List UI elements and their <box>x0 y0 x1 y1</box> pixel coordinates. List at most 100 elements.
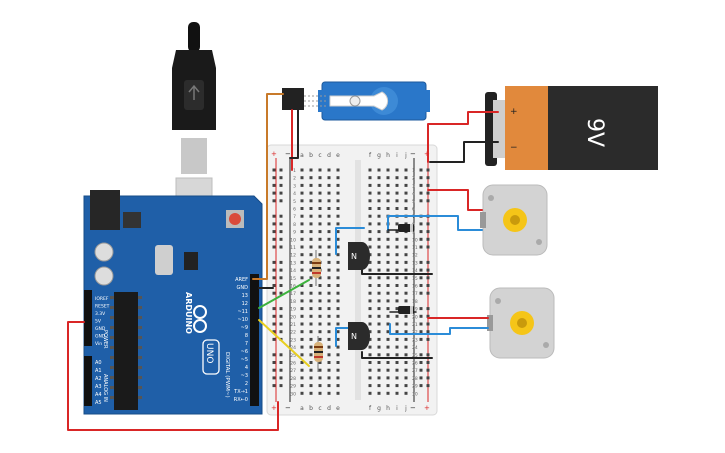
rail-hole <box>419 337 423 341</box>
row-number-left: 29 <box>290 384 296 390</box>
breadboard-hole <box>377 276 381 280</box>
rail-hole <box>272 191 276 195</box>
breadboard-hole <box>300 291 304 295</box>
breadboard-hole <box>386 330 390 334</box>
breadboard-hole <box>377 291 381 295</box>
breadboard-hole <box>377 183 381 187</box>
breadboard-hole <box>377 391 381 395</box>
breadboard-hole <box>377 260 381 264</box>
analog-pin-label: A1 <box>95 368 102 374</box>
breadboard-hole <box>327 337 331 341</box>
breadboard-hole <box>327 260 331 264</box>
breadboard-hole <box>336 207 340 210</box>
rail-hole <box>426 353 430 357</box>
power-header-label: POWER <box>102 330 108 349</box>
breadboard-hole <box>300 168 304 172</box>
breadboard-hole <box>327 276 331 280</box>
wire-5v <box>67 321 279 431</box>
breadboard-hole <box>318 176 322 180</box>
breadboard-hole <box>404 391 408 395</box>
breadboard-hole <box>336 191 340 195</box>
wire-motor2-blue <box>389 323 489 335</box>
arduino-brand: ARDUINO <box>184 292 193 334</box>
rail-plus-bottom-right: + <box>424 404 430 412</box>
breadboard-hole <box>404 337 408 341</box>
breadboard-hole <box>368 260 372 264</box>
rail-hole <box>426 268 430 272</box>
breadboard-hole <box>377 222 381 226</box>
rail-hole <box>419 237 423 241</box>
column-label-top: d <box>327 152 331 159</box>
rail-hole <box>272 368 276 372</box>
breadboard-hole <box>309 322 313 326</box>
rail-hole <box>272 361 276 364</box>
breadboard-hole <box>404 291 408 295</box>
breadboard-hole <box>395 199 399 203</box>
rail-hole <box>272 183 276 187</box>
breadboard-hole <box>386 314 390 318</box>
breadboard-hole <box>404 284 408 287</box>
rail-hole <box>419 191 423 195</box>
breadboard-hole <box>386 199 390 203</box>
breadboard-hole <box>368 299 372 303</box>
breadboard-hole <box>404 245 408 249</box>
rail-hole <box>272 384 276 388</box>
rail-hole <box>419 353 423 357</box>
breadboard-hole <box>404 237 408 241</box>
rail-hole <box>279 176 283 180</box>
diode-2 <box>398 306 414 314</box>
breadboard-hole <box>404 207 408 210</box>
rail-hole <box>272 284 276 287</box>
rail-hole <box>272 276 276 280</box>
wires <box>67 93 499 431</box>
digital-header-label: DIGITAL (PWM~) <box>224 352 230 398</box>
breadboard-hole <box>300 245 304 249</box>
rail-hole <box>272 353 276 357</box>
row-number-left: 8 <box>293 222 296 228</box>
analog-pin-label: A2 <box>95 376 102 382</box>
breadboard-hole <box>404 168 408 172</box>
breadboard-hole <box>327 330 331 334</box>
column-label-bottom: d <box>327 405 331 412</box>
row-number-left: 23 <box>290 337 296 343</box>
breadboard-hole <box>336 368 340 372</box>
breadboard-hole <box>386 337 390 341</box>
column-label-bottom: i <box>396 405 398 412</box>
breadboard-hole <box>318 222 322 226</box>
breadboard-hole <box>404 253 408 257</box>
power-pin-label: GND <box>95 334 106 340</box>
breadboard-hole <box>395 183 399 187</box>
row-number-left: 4 <box>293 191 296 197</box>
column-label-top: b <box>309 152 313 159</box>
column-label-bottom: b <box>309 405 313 412</box>
row-number-right: 1 <box>412 168 415 174</box>
breadboard-hole <box>327 376 331 380</box>
row-number-right: 11 <box>412 245 418 251</box>
row-number-right: 30 <box>412 391 418 397</box>
breadboard-hole <box>300 384 304 388</box>
column-label-bottom: e <box>336 405 340 412</box>
breadboard-hole <box>318 307 322 311</box>
wire-motor1-red <box>427 189 483 211</box>
breadboard-hole <box>327 207 331 210</box>
row-number-right: 20 <box>412 314 418 320</box>
breadboard-hole <box>404 260 408 264</box>
breadboard-hole <box>327 284 331 287</box>
breadboard-hole <box>327 299 331 303</box>
breadboard-hole <box>404 345 408 349</box>
breadboard-hole <box>327 314 331 318</box>
column-label-bottom: f <box>369 405 372 412</box>
rail-hole <box>426 322 430 326</box>
wire-servo-ground <box>289 109 299 159</box>
row-number-left: 13 <box>290 260 296 266</box>
breadboard-hole <box>368 337 372 341</box>
breadboard-hole <box>336 176 340 180</box>
breadboard-hole <box>386 245 390 249</box>
rail-hole <box>419 176 423 180</box>
breadboard-hole <box>300 207 304 210</box>
breadboard-hole <box>386 291 390 295</box>
breadboard-hole <box>386 299 390 303</box>
rail-hole <box>419 307 423 311</box>
